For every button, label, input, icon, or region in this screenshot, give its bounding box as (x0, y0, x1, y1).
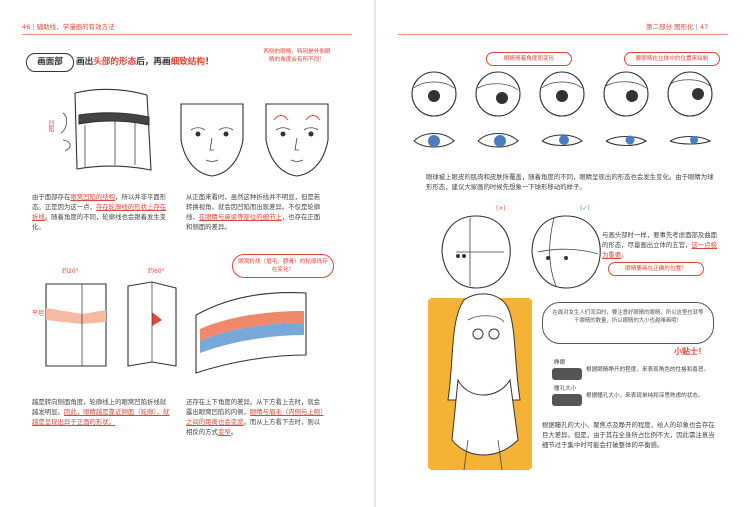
note-eye-position: 要眼睛在立体中的位置来绘制 (624, 52, 720, 66)
tip-row2-text: 根据瞳孔大小，来表现单纯和深思熟虑的状态。 (586, 393, 704, 399)
speech-bubble: 在面对女生人们流泪时，要注意好眼睛的眼睛。所以这里也就等于眼睛的数量，所以眼睛的… (542, 302, 714, 344)
head-wrong-figure (441, 215, 511, 289)
tip-row2-label: 瞳孔大小 (554, 386, 577, 392)
eye-drawings-row (413, 132, 712, 148)
headline: 画出头部的形态后，再画细致结构！ (76, 57, 214, 67)
note-small: 眼睛要画在正确的位置！ (608, 262, 704, 276)
book-gutter (374, 0, 376, 507)
right-header-rule (398, 34, 728, 35)
right-paragraph-2: 与画头部时一样，要事先考虑面部及曲面的形态，尽量画出立体的五官，这一点极为重要。 (602, 231, 718, 259)
pupil-size-icon (552, 394, 582, 406)
paragraph-4: 还存在上下角度的差异。从下方看上去时，就会露出眼窝凹陷的内侧，眼睛与眉毛（内侧与… (186, 398, 324, 436)
right-header: 第二部分 图形化 | 47 (646, 23, 709, 31)
note-mid: 眼窝折线（眉毛、颧骨）的轮廓线存在变化！ (232, 254, 334, 278)
fold-vertical-figure (195, 292, 307, 374)
fold-20-figure (45, 283, 107, 367)
right-paragraph-3: 根据瞳孔的大小、聚焦点及睁开的程度，给人的印象也会存在巨大差异。但是，由于其在全… (542, 421, 715, 449)
girl-illustration (447, 293, 521, 471)
face-front-figure (180, 103, 244, 177)
fold-60-figure (127, 281, 177, 367)
paragraph-2: 从正面来看时，虽然这种折线并不明显，但是若转换视角，就会因凹陷而出现差异。不仅是… (186, 193, 321, 231)
label-flat: 平坦 (32, 310, 45, 317)
left-header: 46 | 辅助线，学漫画的有效方法 (22, 23, 115, 31)
left-header-rule (22, 34, 352, 35)
label-angle-60: 约60° (148, 268, 165, 275)
label-angle-20: 约20° (62, 268, 79, 275)
mark-wrong: (×) (496, 205, 506, 212)
left-header-title: 辅助线，学漫画的有效方法 (36, 23, 115, 31)
tip-row1-label: 睁眼 (554, 360, 566, 366)
tip-row1-text: 根据眼睛睁开的程度，来表现角色的性格和喜恶。 (586, 367, 710, 373)
label-concave: 凹陷 (47, 120, 54, 132)
paragraph-3: 越是转向侧面角度，轮廓线上的眼窝凹陷折线就越发明显。因此，眼睛越是靠近侧面（轮廓… (32, 398, 170, 426)
note-top: 两侧的眼睛，特别是外侧眼睛的角度会有所不同！ (263, 49, 331, 63)
right-paragraph-1: 眼球被上眼皮的肌肉和皮肤所覆盖，随着角度的不同，眼睛呈现出的形态也会发生变化。由… (426, 173, 714, 191)
right-header-title: 图形化 (674, 23, 694, 31)
tip-box: 睁眼 根据眼睛睁开的程度，来表现角色的性格和喜恶。 瞳孔大小 根据瞳孔大小，来表… (548, 358, 718, 414)
section-badge: 画面部 (26, 53, 74, 72)
eyeball-row (411, 71, 713, 117)
mark-correct: (✓) (580, 205, 590, 212)
face-angled-figure (265, 103, 329, 177)
right-page: 第二部分 图形化 | 47 眼睛随着角度而变形 要眼睛在立体中的位置来绘制 眼球… (376, 0, 750, 507)
note-eye-angle: 眼睛随着角度而变形 (486, 52, 572, 66)
left-page: 46 | 辅助线，学漫画的有效方法 画面部 画出头部的形态后，再画细致结构！ 两… (0, 0, 374, 507)
head-correct-figure (531, 215, 601, 289)
tip-title: 小贴士！ (674, 347, 706, 356)
paragraph-1: 由于面部存在眼窝凹陷的结构，所以并非平面形态。正是因为这一点，存在轮廓线的形状上… (32, 193, 167, 231)
eye-open-icon (552, 368, 582, 380)
head-profile-figure (60, 88, 152, 171)
